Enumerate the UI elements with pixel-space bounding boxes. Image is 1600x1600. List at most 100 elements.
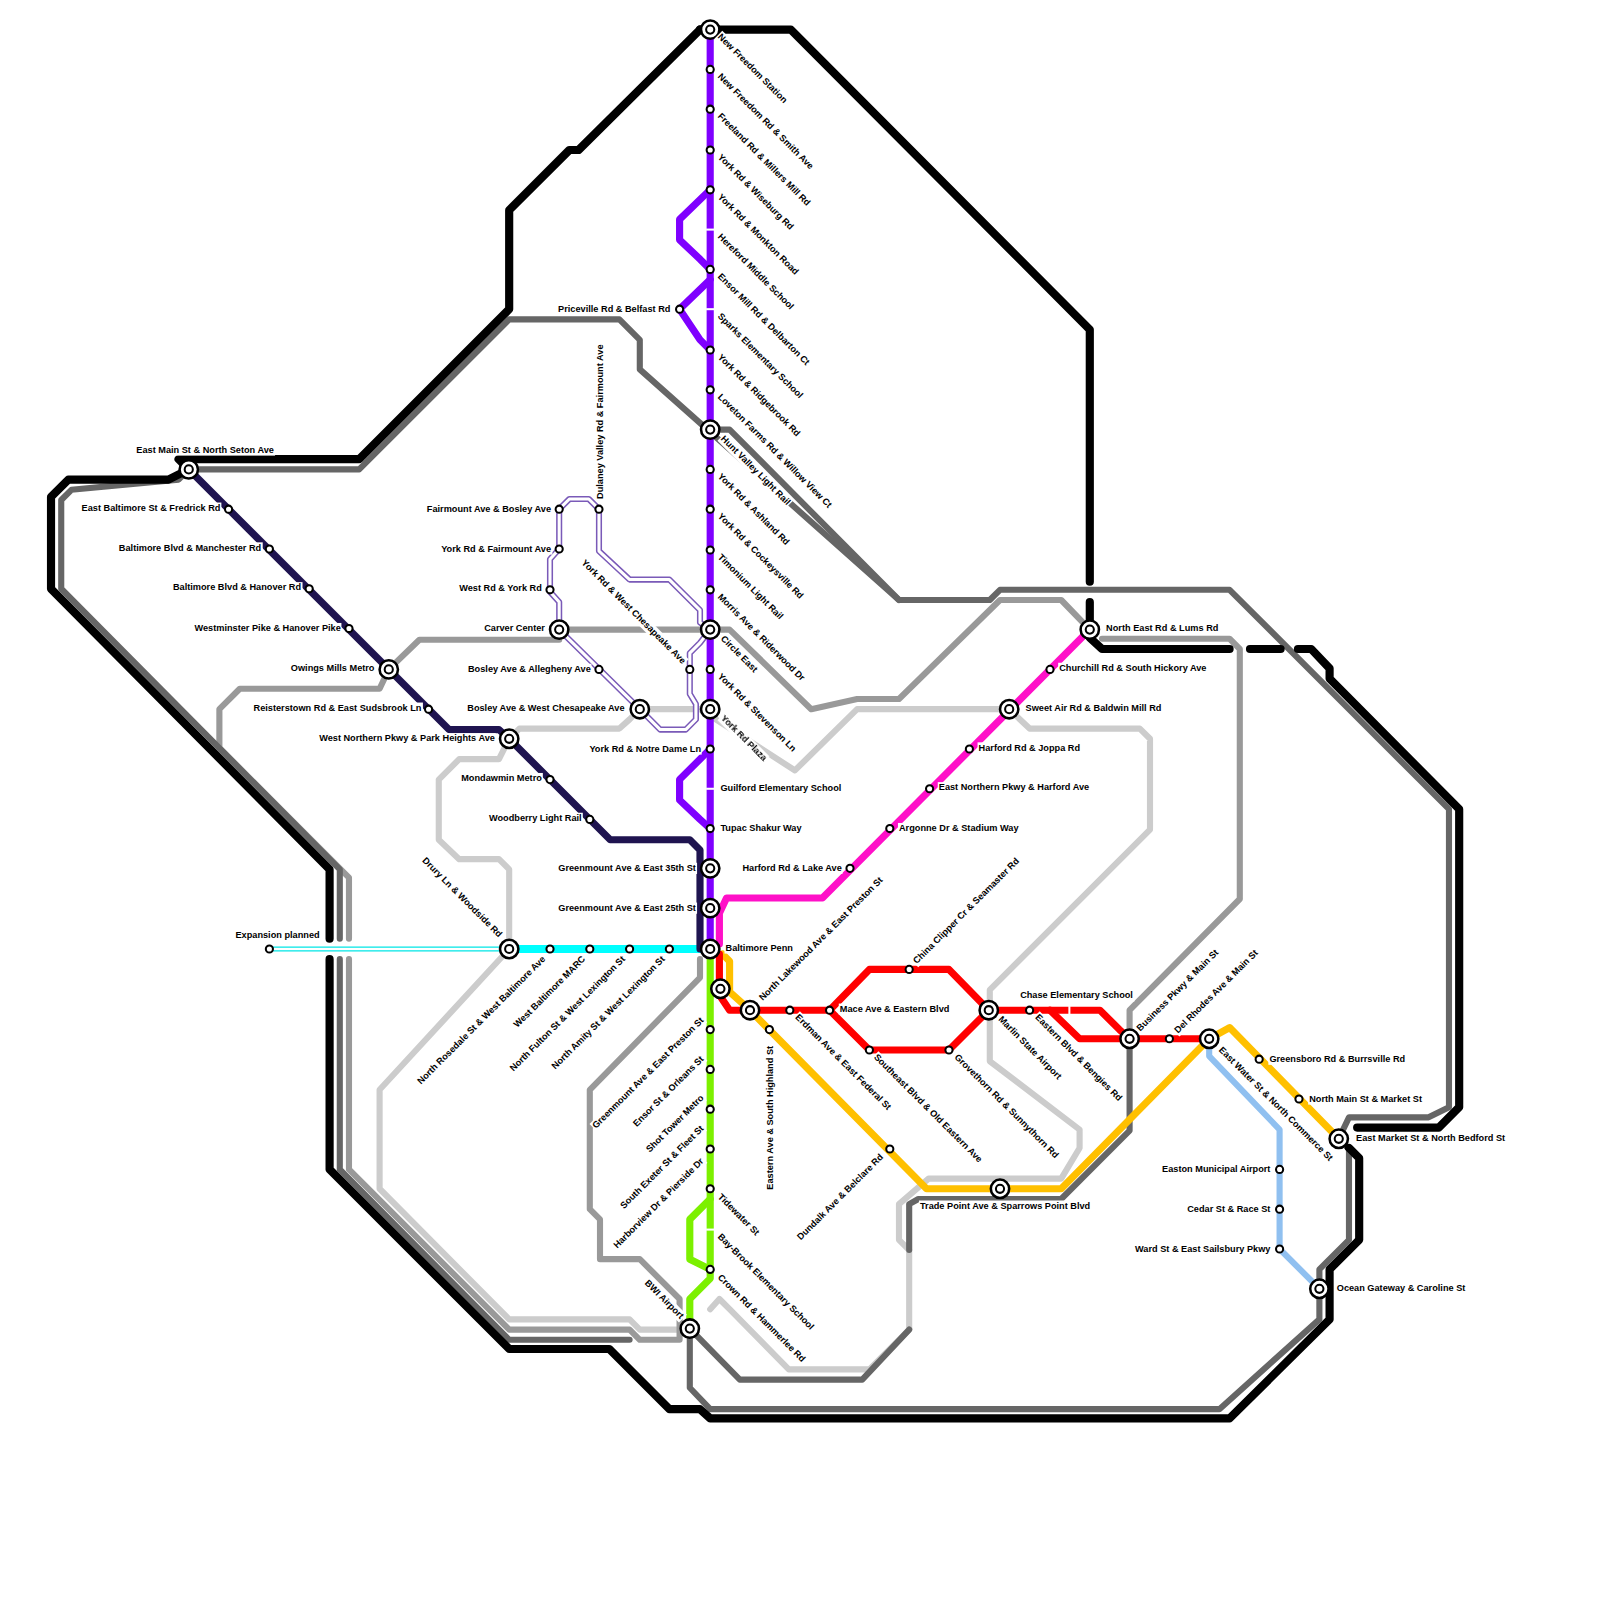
station-dot [500,730,518,748]
station-dot [556,506,563,513]
station-dot [766,1026,773,1033]
station-label: North Main St & Market St [1308,1093,1423,1104]
station-dot [676,306,683,313]
station-dot [707,825,714,832]
station-dot [1335,1135,1343,1143]
station-dot [701,700,719,718]
station-dot [1005,705,1013,713]
station-dot [380,660,398,678]
station-label: Bosley Ave & Allegheny Ave [467,664,592,675]
station-dot [926,785,933,792]
station-label: Westminster Pike & Hanover Pike [193,623,341,634]
station-dot [707,586,714,593]
station-dot [626,945,633,952]
station-label: Ward St & East Sailsbury Pkwy [1134,1243,1271,1254]
station-dot [706,945,714,953]
station-label: Churchill Rd & South Hickory Ave [1058,663,1207,674]
station-dot [546,776,553,783]
station-label: Harford Rd & Lake Ave [741,863,842,874]
station-dot [706,904,714,912]
station-dot [701,940,719,958]
station-dot [636,705,644,713]
station-label: Fairmount Ave & Bosley Ave [426,504,552,515]
station-dot [701,899,719,917]
station-dot [945,1046,952,1053]
station-dot [266,945,273,952]
station-dot [185,465,193,473]
station-dot [505,735,513,743]
station-dot [966,745,973,752]
station-label: New Freedom Station [714,31,790,107]
station-dot [707,106,714,113]
station-dot [846,865,853,872]
station-label: Mace Ave & Eastern Blvd [839,1004,951,1015]
station-label: York Rd & Monkton Road [714,191,801,278]
station-label: Bosley Ave & West Chesapeake Ave [466,703,625,714]
station-dot [586,945,593,952]
station-dot [345,625,352,632]
station-label: Chase Elementary School [1019,990,1134,1001]
station-label: Hereford Middle School [714,231,796,313]
station-dot [1126,1035,1134,1043]
station-label: Dundalk Ave & Belclare Rd [794,1151,886,1243]
station-label: East Market St & North Bedford St [1355,1133,1506,1144]
station-dot [1046,666,1053,673]
station-label: West Baltimore MARC [511,953,589,1031]
station-dot [1276,1166,1283,1173]
station-dash [706,308,714,310]
black-lines [51,30,1459,1419]
station-dot [225,506,232,513]
station-label: Greenmount Ave & East 35th St [557,863,697,874]
station-label: Eastern Ave & South Highland St [765,1045,776,1191]
station-dot [906,966,913,973]
station-label: Marlin State Airport [995,1013,1064,1082]
station-dot [500,940,518,958]
station-dash [1068,1006,1070,1014]
station-dot [1276,1245,1283,1252]
station-dot [716,985,724,993]
station-label: Ensor St & Orleans St [630,1053,707,1130]
station-label: Harford Rd & Joppa Rd [978,742,1082,753]
lavender-double-line [550,499,710,730]
station-dash [706,1229,714,1231]
station-dot [701,620,719,638]
station-dash [706,788,714,790]
station-dot [505,945,513,953]
station-dot [707,346,714,353]
station-markers [180,20,1348,1337]
station-dash [706,229,714,231]
station-dot [701,859,719,877]
station-dot [706,426,714,434]
pink-line [719,630,1089,944]
station-dot [306,585,313,592]
station-dot [741,1001,759,1019]
station-dot [786,1007,793,1014]
station-dot [711,980,729,998]
station-dot [1256,1056,1263,1063]
station-label: Expansion planned [234,930,320,941]
station-label: West Rd & York Rd [458,583,543,594]
station-dot [886,825,893,832]
station-dot [707,1066,714,1073]
station-dot [595,506,602,513]
station-dot [1200,1030,1218,1048]
station-label: Easton Municipal Airport [1161,1164,1271,1175]
station-dot [707,745,714,752]
station-dot [586,816,593,823]
station-dot [706,864,714,872]
station-label: Argonne Dr & Stadium Way [898,823,1020,834]
station-label: East Northern Pkwy & Harford Ave [938,782,1090,793]
station-dot [1120,1030,1138,1048]
station-dot [1330,1130,1348,1148]
station-label: York Rd & West Chesapeake Ave [578,557,688,667]
station-dot [707,466,714,473]
station-dot [706,626,714,634]
station-dot [1166,1035,1173,1042]
station-dot [707,386,714,393]
station-label: Del Rhodes Ave & Main St [1172,947,1262,1037]
station-dot [266,545,273,552]
station-dot [1000,700,1018,718]
station-label: Trade Point Ave & Sparrows Point Blvd [919,1201,1091,1212]
